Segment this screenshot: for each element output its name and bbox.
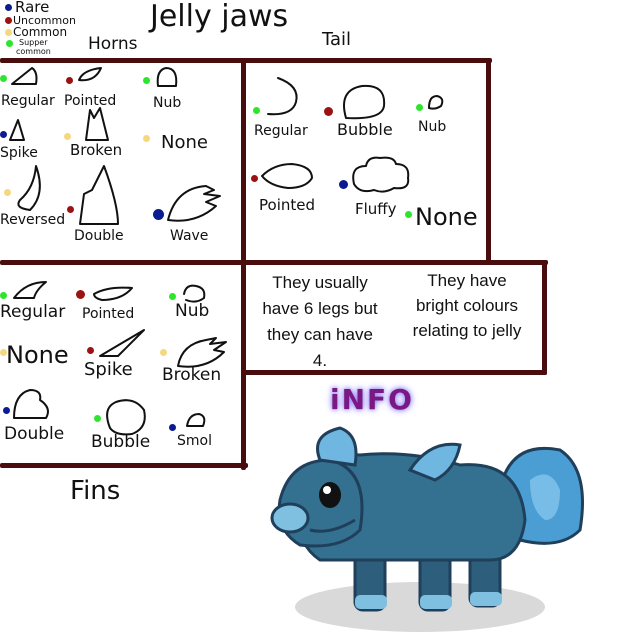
- fin-regular-shape: [13, 281, 47, 299]
- fin-broken-shape: [177, 337, 227, 368]
- fin-smol-label: Smol: [177, 433, 212, 449]
- horn-nub-shape: [156, 67, 178, 87]
- rarity-dot: [67, 206, 74, 213]
- horn-nub-label: Nub: [153, 95, 182, 111]
- tail-heading: Tail: [322, 29, 352, 50]
- rarity-dot: [251, 175, 258, 182]
- divider: [542, 260, 547, 375]
- horn-broken-label: Broken: [70, 141, 123, 159]
- fin-bubble-label: Bubble: [91, 432, 151, 452]
- rarity-dot: [0, 292, 7, 299]
- rarity-dot: [253, 107, 260, 114]
- tail-nub-label: Nub: [418, 119, 447, 135]
- tail-bubble-label: Bubble: [337, 120, 393, 139]
- horn-reversed-label: Reversed: [0, 212, 66, 228]
- rarity-dot: [405, 211, 412, 218]
- tail-regular-shape: [267, 77, 298, 116]
- horn-regular-shape: [11, 67, 38, 85]
- rarity-dot: [416, 104, 423, 111]
- divider: [244, 370, 547, 375]
- tail-bubble-shape: [343, 84, 386, 120]
- rarity-dot: [3, 407, 10, 414]
- common-dot: [5, 29, 12, 36]
- rarity-dot: [339, 180, 348, 189]
- horn-none-label: None: [161, 132, 208, 153]
- rarity-dot: [143, 77, 150, 84]
- horn-regular-label: Regular: [1, 93, 55, 109]
- fin-nub-label: Nub: [175, 301, 210, 321]
- info-line: They have: [427, 271, 507, 290]
- rare-dot: [5, 4, 12, 11]
- fin-pointed-shape: [93, 286, 133, 301]
- rarity-dot: [87, 347, 94, 354]
- uncommon-dot: [5, 17, 12, 24]
- info-line: They usually: [272, 273, 368, 292]
- fin-broken-label: Broken: [162, 365, 222, 385]
- horn-spike-shape: [9, 119, 25, 141]
- rarity-dot: [169, 424, 176, 431]
- fin-pointed-label: Pointed: [82, 306, 135, 322]
- fin-spike-label: Spike: [84, 359, 133, 380]
- tail-pointed-label: Pointed: [259, 196, 315, 214]
- fin-double-label: Double: [4, 424, 65, 444]
- info-colours-text: They have bright colours relating to jel…: [394, 268, 540, 343]
- divider: [0, 463, 248, 468]
- horn-spike-label: Spike: [0, 145, 38, 161]
- rarity-dot: [0, 131, 7, 138]
- legend-rare: Rare: [15, 0, 50, 16]
- horn-wave-shape: [167, 185, 221, 222]
- info-line: they can have: [267, 325, 373, 344]
- fin-bubble-shape: [106, 399, 146, 436]
- info-legs-text: They usually have 6 legs but they can ha…: [248, 270, 392, 374]
- tail-pointed-shape: [261, 163, 313, 189]
- horn-reversed-shape: [17, 165, 41, 211]
- tail-fluffy-label: Fluffy: [355, 200, 397, 218]
- rarity-dot: [76, 290, 85, 299]
- info-line: relating to jelly: [412, 321, 522, 340]
- horns-heading: Horns: [88, 34, 138, 54]
- fins-heading: Fins: [70, 476, 121, 506]
- rarity-dot: [143, 135, 150, 142]
- rarity-dot: [153, 209, 164, 220]
- rarity-dot: [169, 293, 176, 300]
- horn-double-label: Double: [74, 228, 124, 244]
- rarity-dot: [160, 349, 167, 356]
- rarity-dot: [324, 107, 333, 116]
- tail-regular-label: Regular: [254, 123, 308, 139]
- horn-double-shape: [79, 165, 119, 225]
- info-heading: iNFO: [330, 383, 414, 416]
- jelly-jaws-creature-illustration: [270, 426, 584, 632]
- rarity-dot: [66, 77, 73, 84]
- fin-none-label: None: [6, 341, 69, 369]
- page-title: Jelly jaws: [150, 0, 289, 34]
- divider: [0, 260, 548, 265]
- horn-pointed-shape: [78, 67, 102, 82]
- rarity-dot: [64, 133, 71, 140]
- supper-common-dot: [6, 40, 13, 47]
- horn-wave-label: Wave: [170, 228, 209, 244]
- divider: [486, 58, 491, 264]
- tail-fluffy-shape: [352, 156, 410, 193]
- info-line: have 6 legs but: [262, 299, 378, 318]
- rarity-dot: [4, 189, 11, 196]
- info-line: bright colours: [415, 296, 519, 315]
- info-line: 4.: [312, 351, 328, 370]
- legend-common: Common: [13, 25, 68, 39]
- legend-common-2: common: [16, 47, 51, 56]
- legend-uncommon: Uncommon: [13, 14, 76, 27]
- divider: [0, 58, 492, 63]
- fin-spike-shape: [99, 329, 145, 357]
- fin-smol-shape: [186, 413, 206, 427]
- fin-regular-label: Regular: [0, 302, 66, 322]
- rarity-dot: [94, 415, 101, 422]
- fin-nub-shape: [183, 284, 206, 303]
- fin-double-shape: [13, 389, 49, 419]
- horn-broken-shape: [85, 107, 109, 141]
- rarity-dot: [0, 349, 7, 356]
- horn-pointed-label: Pointed: [64, 93, 117, 109]
- tail-nub-shape: [428, 95, 444, 110]
- tail-none-label: None: [415, 203, 478, 231]
- legend-supper: Supper: [19, 38, 48, 47]
- rarity-dot: [0, 75, 7, 82]
